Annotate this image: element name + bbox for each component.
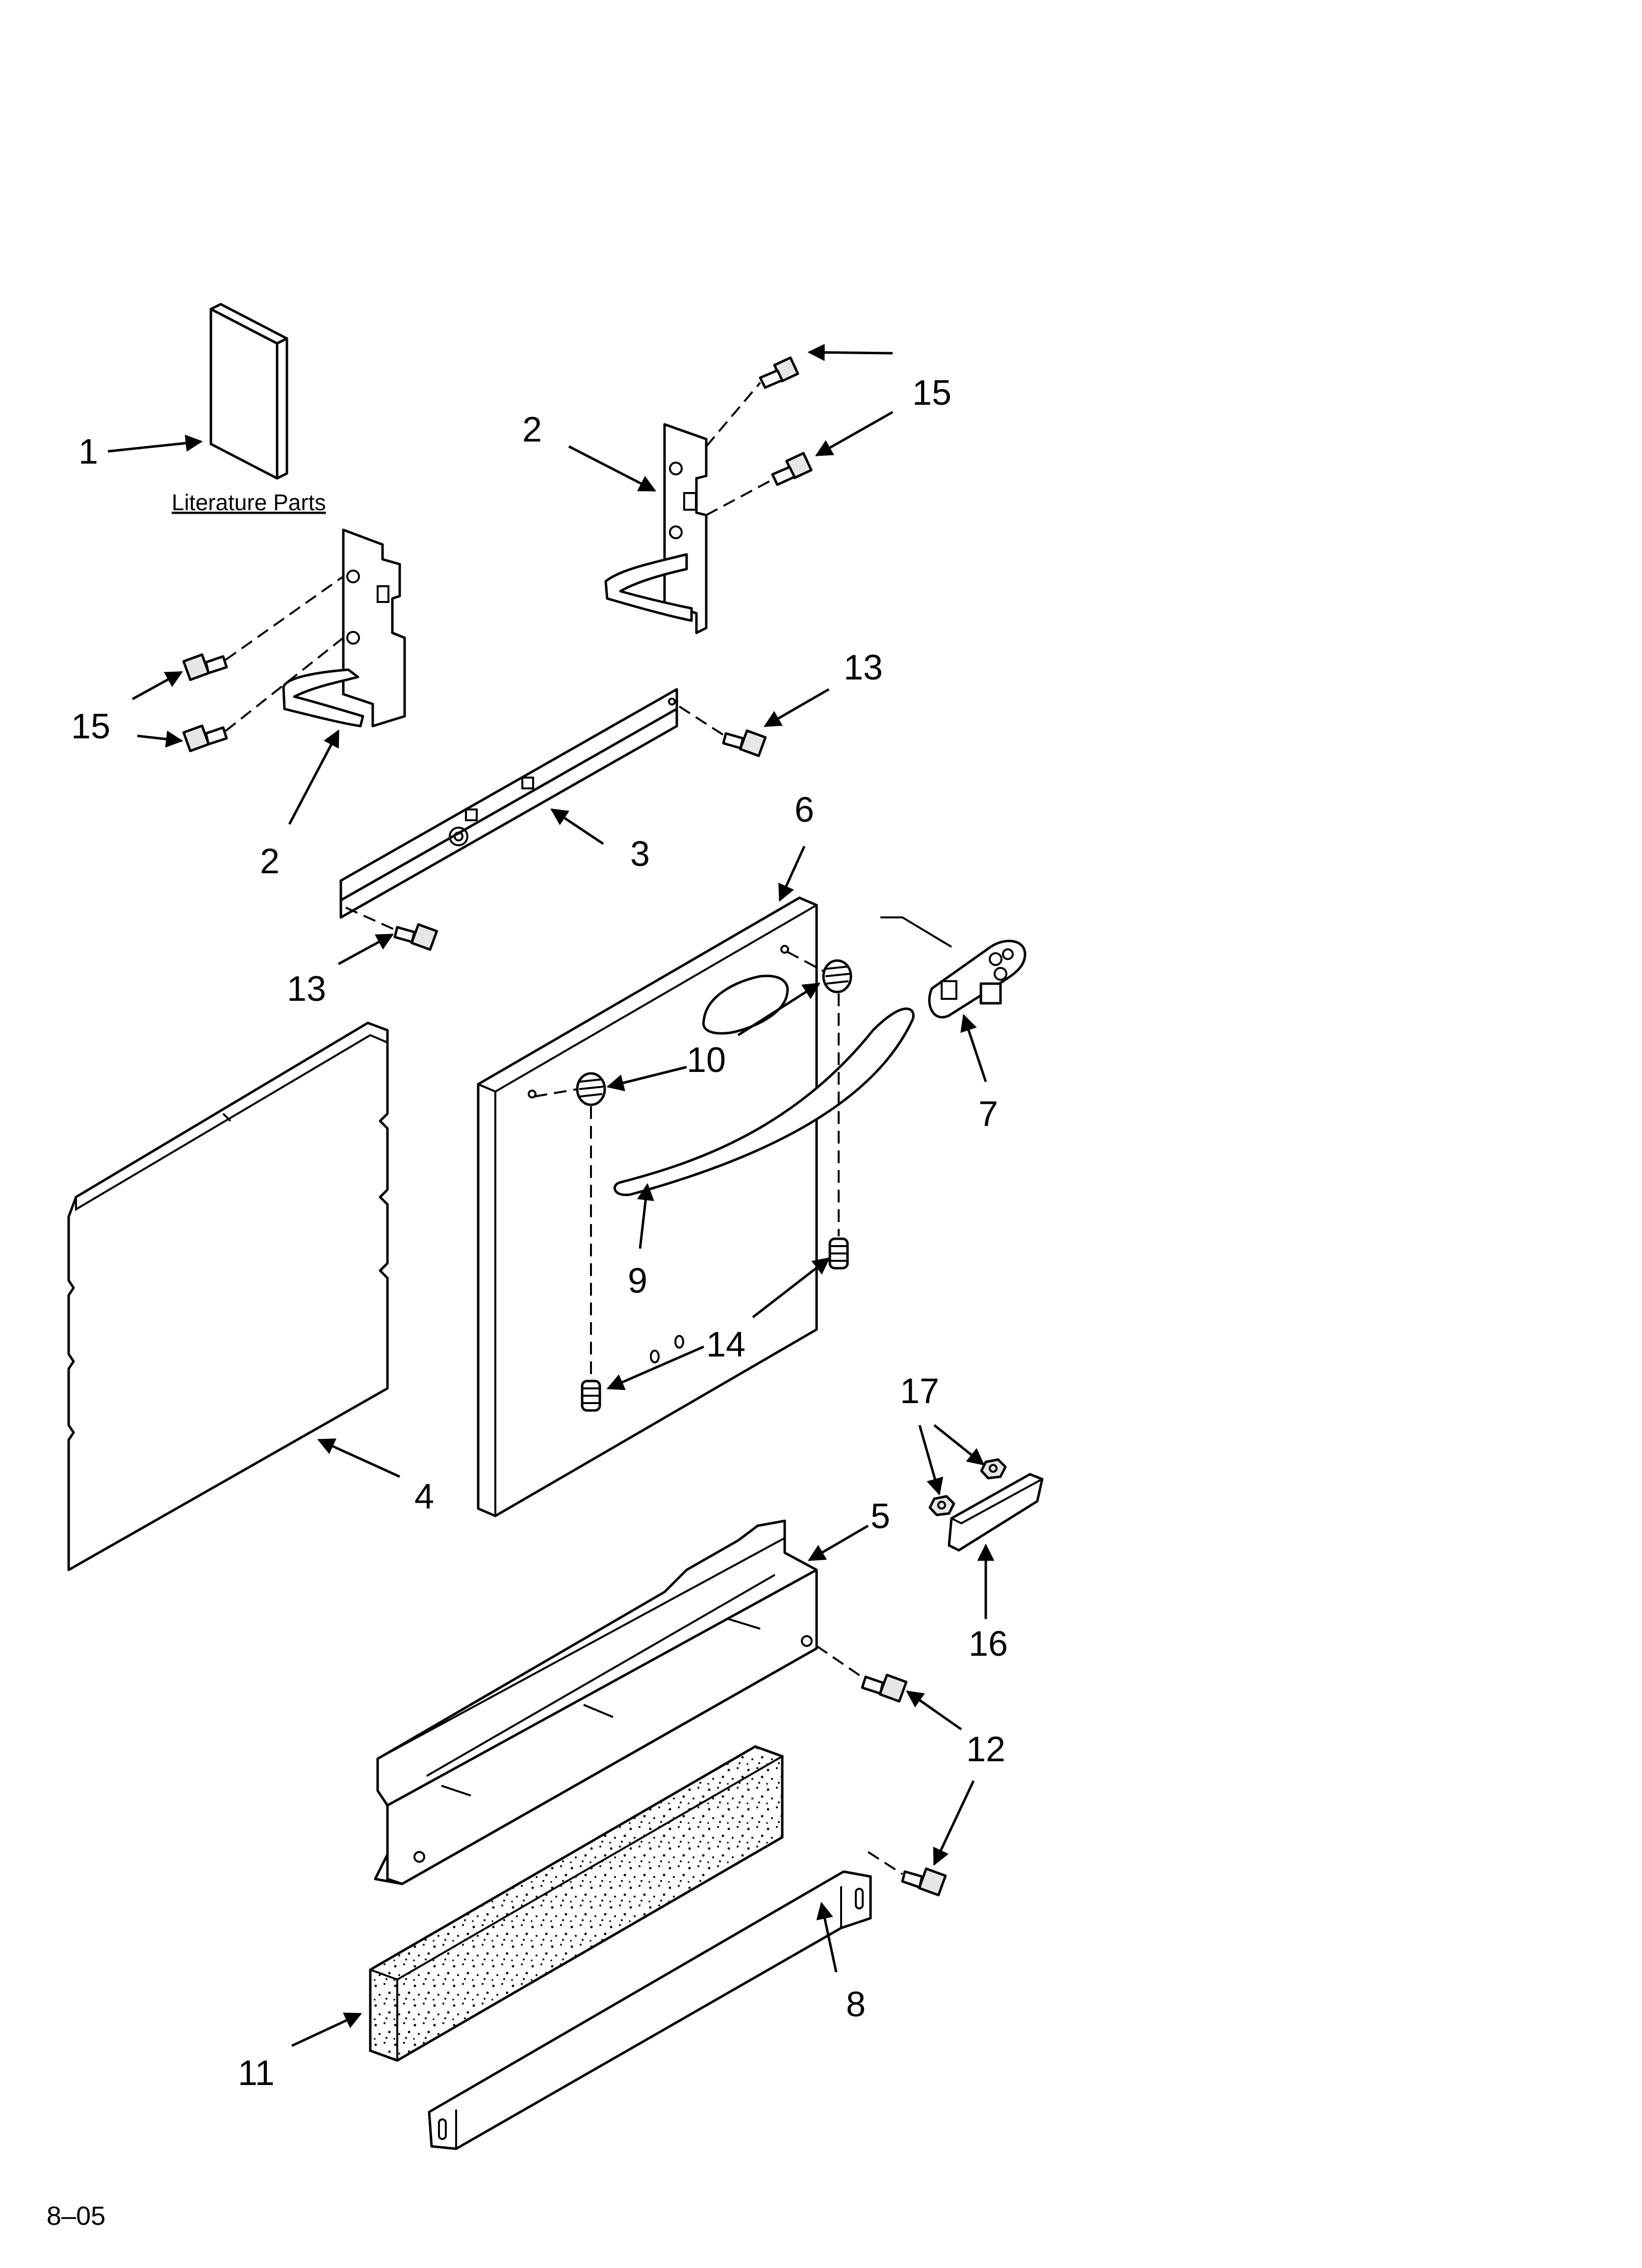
callout-11: 11	[238, 2054, 275, 2093]
callout-8: 8	[846, 1985, 866, 2024]
callout-10: 10	[687, 1041, 726, 1080]
screw-12-upper	[861, 1673, 908, 1703]
handle-mount-lower	[576, 1072, 606, 1106]
nut-17-right	[980, 1458, 1007, 1480]
screw-13-right	[722, 729, 767, 757]
callout-2-lower: 2	[260, 842, 280, 881]
guide-line-screw-13-left	[345, 907, 395, 931]
guide-line-screw-12-lower	[867, 1851, 903, 1875]
literature-booklet	[209, 303, 288, 480]
screw-15-upper-right	[759, 356, 799, 389]
plug-14-upper	[828, 1237, 849, 1270]
guide-line-screw-13-right	[678, 705, 726, 737]
callout-15-right: 15	[912, 373, 951, 413]
callout-3: 3	[630, 834, 650, 874]
screw-15-lower-right	[771, 452, 813, 486]
literature-caption: Literature Parts	[172, 490, 326, 515]
callout-15-left: 15	[71, 707, 110, 746]
left-hinge-bracket	[282, 528, 406, 728]
side-panel	[67, 1021, 389, 1571]
callout-12: 12	[966, 1730, 1005, 1769]
screw-13-left	[393, 923, 438, 951]
callout-14: 14	[706, 1325, 745, 1364]
plug-14-lower	[581, 1380, 601, 1412]
guide-line-screw-15-upper	[705, 382, 761, 447]
guide-line-left-upper	[225, 575, 344, 661]
foam-strip	[369, 1745, 784, 2062]
top-rail	[339, 688, 678, 919]
callout-2-upper: 2	[522, 410, 542, 449]
callout-13-left: 13	[287, 969, 326, 1009]
screw-12-lower	[901, 1867, 947, 1897]
callout-13-right: 13	[844, 648, 883, 687]
callout-5: 5	[871, 1497, 890, 1536]
callout-9: 9	[628, 1261, 647, 1301]
guide-line-screw-12-upper	[816, 1645, 864, 1679]
right-hinge-bracket	[604, 423, 708, 634]
guide-line-mount-upper	[787, 951, 824, 972]
control-plate	[928, 939, 1026, 1019]
guide-line-control-plate	[880, 916, 952, 948]
door-panel	[477, 896, 818, 1517]
guide-line-left-lower	[225, 637, 344, 732]
callout-7: 7	[978, 1095, 998, 1134]
callout-17: 17	[900, 1372, 939, 1411]
clip	[948, 1473, 1044, 1552]
callout-16: 16	[969, 1624, 1008, 1664]
callout-4: 4	[414, 1477, 434, 1516]
guide-line-mount-lower	[534, 1088, 578, 1097]
callout-1: 1	[78, 432, 98, 471]
handle-mount-upper	[822, 959, 852, 993]
callout-6: 6	[795, 790, 814, 830]
leader-arrows	[107, 343, 995, 2047]
toe-panel	[374, 1519, 818, 1885]
guide-line-screw-15-lower	[706, 477, 775, 516]
kick-plate-strip	[428, 1870, 872, 2150]
nut-17-left	[928, 1495, 955, 1516]
screw-15-upper-left	[182, 653, 228, 681]
screw-15-lower-left	[182, 724, 228, 753]
footer-code: 8–05	[47, 2201, 105, 2231]
